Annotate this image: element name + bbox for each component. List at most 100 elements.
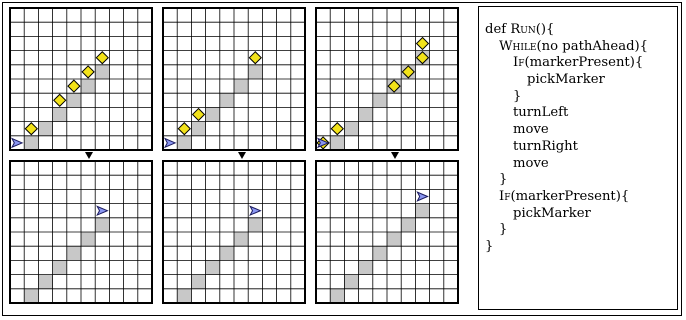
code-line: move: [485, 156, 677, 173]
code-line: turnLeft: [485, 105, 677, 122]
trail-cell: [234, 232, 249, 247]
trail-cell: [52, 107, 67, 122]
code-line: pickMarker: [485, 206, 677, 223]
trail-cell: [177, 135, 192, 150]
code-text: }: [513, 88, 522, 104]
trail-cell: [81, 79, 96, 94]
trail-cell: [415, 203, 430, 218]
figure-frame: [2, 2, 682, 316]
trail-cell: [66, 246, 81, 261]
trail-cell: [344, 121, 359, 136]
trail-cell: [372, 246, 387, 261]
down-arrow-icon: [85, 152, 93, 159]
trail-cell: [219, 246, 234, 261]
trail-cell: [191, 121, 206, 136]
triangle-agent-icon: [316, 137, 330, 149]
code-line: If(markerPresent){: [485, 189, 677, 206]
code-line: }: [485, 172, 677, 189]
trail-cell: [248, 64, 263, 79]
trail-cell: [372, 93, 387, 108]
post-grid-1: [9, 160, 153, 304]
triangle-agent-icon: [10, 137, 24, 149]
grid-border: [315, 7, 459, 151]
code-text: pickMarker: [527, 72, 605, 88]
code-text: }: [485, 238, 494, 254]
trail-cell: [205, 107, 220, 122]
trail-cell: [248, 217, 263, 232]
diamond-marker-icon: [67, 79, 81, 93]
diamond-marker-icon: [24, 122, 38, 136]
trail-cell: [330, 288, 345, 303]
code-keyword: Run: [510, 22, 536, 37]
code-line: }: [485, 239, 677, 256]
code-line: }: [485, 222, 677, 239]
diamond-marker-icon: [95, 51, 109, 65]
code-line: def Run(){: [485, 22, 677, 39]
pre-grid-1: [9, 7, 153, 151]
trail-cell: [81, 232, 96, 247]
triangle-agent-icon: [249, 205, 262, 217]
grid-border: [162, 7, 306, 151]
code-line: While(no pathAhead){: [485, 39, 677, 56]
code-text: }: [499, 222, 508, 238]
code-text: move: [513, 155, 549, 171]
diamond-marker-icon: [401, 65, 415, 79]
code-text: }: [499, 172, 508, 188]
trail-cell: [177, 288, 192, 303]
grid-border: [9, 7, 153, 151]
diamond-marker-icon: [415, 51, 430, 65]
code-keyword: If: [499, 188, 511, 204]
code-text: (no pathAhead){: [536, 38, 649, 54]
code-line: pickMarker: [485, 72, 677, 89]
down-arrow-icon: [238, 152, 246, 159]
code-text: turnLeft: [513, 105, 569, 121]
trail-cell: [387, 232, 402, 247]
diamond-marker-icon: [191, 107, 206, 122]
trail-cell: [66, 93, 81, 108]
code-line: }: [485, 89, 677, 106]
code-text: pickMarker: [513, 205, 591, 221]
diamond-marker-icon: [387, 79, 401, 93]
code-keyword: While: [499, 38, 537, 54]
trail-cell: [358, 260, 373, 275]
trail-cell: [330, 135, 345, 150]
grid-border: [162, 160, 306, 304]
diamond-marker-icon: [177, 122, 191, 136]
trail-cell: [38, 121, 53, 136]
code-text: turnRight: [513, 138, 578, 154]
triangle-agent-icon: [96, 205, 109, 217]
code-text: (){: [535, 22, 555, 37]
grid-border: [315, 160, 459, 304]
trail-cell: [38, 274, 53, 289]
grid-border: [9, 160, 153, 304]
post-grid-3: [315, 160, 459, 304]
code-text: def: [485, 22, 511, 37]
trail-cell: [95, 217, 110, 232]
code-keyword: If: [513, 55, 525, 71]
trail-cell: [219, 93, 234, 108]
trail-cell: [234, 79, 249, 94]
code-text: (markerPresent){: [510, 188, 630, 204]
diamond-marker-icon: [53, 93, 67, 107]
diamond-marker-icon: [415, 36, 430, 51]
post-grid-2: [162, 160, 306, 304]
code-text: move: [513, 122, 549, 138]
trail-cell: [191, 274, 206, 289]
diamond-marker-icon: [248, 51, 262, 65]
down-arrow-icon: [391, 152, 399, 159]
code-line: turnRight: [485, 139, 677, 156]
diamond-marker-icon: [81, 65, 95, 79]
trail-cell: [344, 274, 359, 289]
trail-cell: [401, 217, 416, 232]
trail-cell: [24, 288, 39, 303]
pre-grid-2: [162, 7, 306, 151]
trail-cell: [358, 107, 373, 122]
trail-cell: [24, 135, 39, 150]
triangle-agent-icon: [163, 137, 177, 149]
trail-cell: [205, 260, 220, 275]
trail-cell: [95, 64, 110, 79]
code-text: (markerPresent){: [524, 55, 644, 71]
pre-grid-3: [315, 7, 459, 151]
triangle-agent-icon: [416, 191, 429, 202]
